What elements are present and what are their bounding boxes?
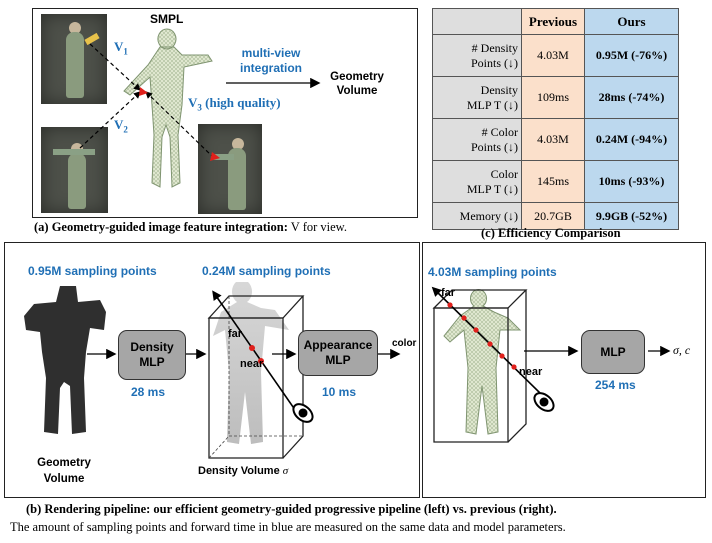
sample-point <box>447 302 453 308</box>
previous-volume-cube <box>432 289 528 443</box>
density-mlp-time: 28 ms <box>131 385 166 399</box>
view-1-photo <box>41 14 107 104</box>
caption-b-line1: (b) Rendering pipeline: our efficient ge… <box>26 502 557 516</box>
previous-pipeline-arrows <box>524 345 671 357</box>
view-2-photo <box>41 127 108 213</box>
sample-point <box>461 315 467 321</box>
geometry-volume-shape <box>24 286 106 434</box>
row-ours: 28ms (-74%) <box>584 76 679 119</box>
sampling-label-2: 0.24M sampling points <box>202 264 331 278</box>
far-label-right: far <box>441 287 456 299</box>
caption-c: (c) Efficiency Comparison <box>481 226 621 240</box>
far-label-left: far <box>228 328 243 340</box>
view-rays <box>79 43 321 161</box>
pipeline-arrows <box>87 348 401 360</box>
caption-b-line2: The amount of sampling points and forwar… <box>10 520 566 534</box>
header-previous: Previous <box>521 8 585 35</box>
eye-icon-previous <box>533 392 555 412</box>
smpl-title: SMPL <box>150 12 184 26</box>
table-header-row: Previous Ours <box>432 8 679 35</box>
density-volume-label: Density Volume σ <box>198 465 289 477</box>
row-ours: 0.95M (-76%) <box>584 34 679 77</box>
previous-output-label: σ, c <box>673 343 691 357</box>
header-label <box>432 8 522 35</box>
sampling-label-previous: 4.03M sampling points <box>428 265 557 279</box>
view-1-label: V1 <box>114 39 128 57</box>
row-previous: 145ms <box>521 160 585 203</box>
sample-point <box>258 358 264 364</box>
row-previous: 20.7GB <box>521 202 585 230</box>
sample-point-marker <box>139 87 148 96</box>
view-3-photo <box>198 124 262 214</box>
caption-a: (a) Geometry-guided image feature integr… <box>34 220 348 234</box>
density-ray <box>212 290 301 418</box>
row-ours: 0.24M (-94%) <box>584 118 679 161</box>
sample-point <box>249 345 255 351</box>
sample-point <box>473 327 479 333</box>
near-label-right: near <box>519 366 543 378</box>
previous-ray <box>431 286 541 394</box>
view-2-label: V2 <box>114 117 128 135</box>
sample-point <box>499 353 505 359</box>
previous-mlp-box: MLP <box>581 330 645 374</box>
sample-point <box>487 341 493 347</box>
near-label-left: near <box>240 358 264 370</box>
table-row: Memory (↓) 20.7GB 9.9GB (-52%) <box>432 202 679 230</box>
view-3-label: V3 (high quality) <box>188 95 281 113</box>
row-label: Memory (↓) <box>432 202 522 230</box>
row-ours: 9.9GB (-52%) <box>584 202 679 230</box>
row-previous: 109ms <box>521 76 585 119</box>
appearance-mlp-time: 10 ms <box>322 385 357 399</box>
header-ours: Ours <box>584 8 679 35</box>
sample-point <box>511 364 517 370</box>
previous-mlp-time: 254 ms <box>595 378 636 392</box>
sampling-label-1: 0.95M sampling points <box>28 264 157 278</box>
row-previous: 4.03M <box>521 34 585 77</box>
row-previous: 4.03M <box>521 118 585 161</box>
row-ours: 10ms (-93%) <box>584 160 679 203</box>
eye-icon <box>292 403 314 423</box>
